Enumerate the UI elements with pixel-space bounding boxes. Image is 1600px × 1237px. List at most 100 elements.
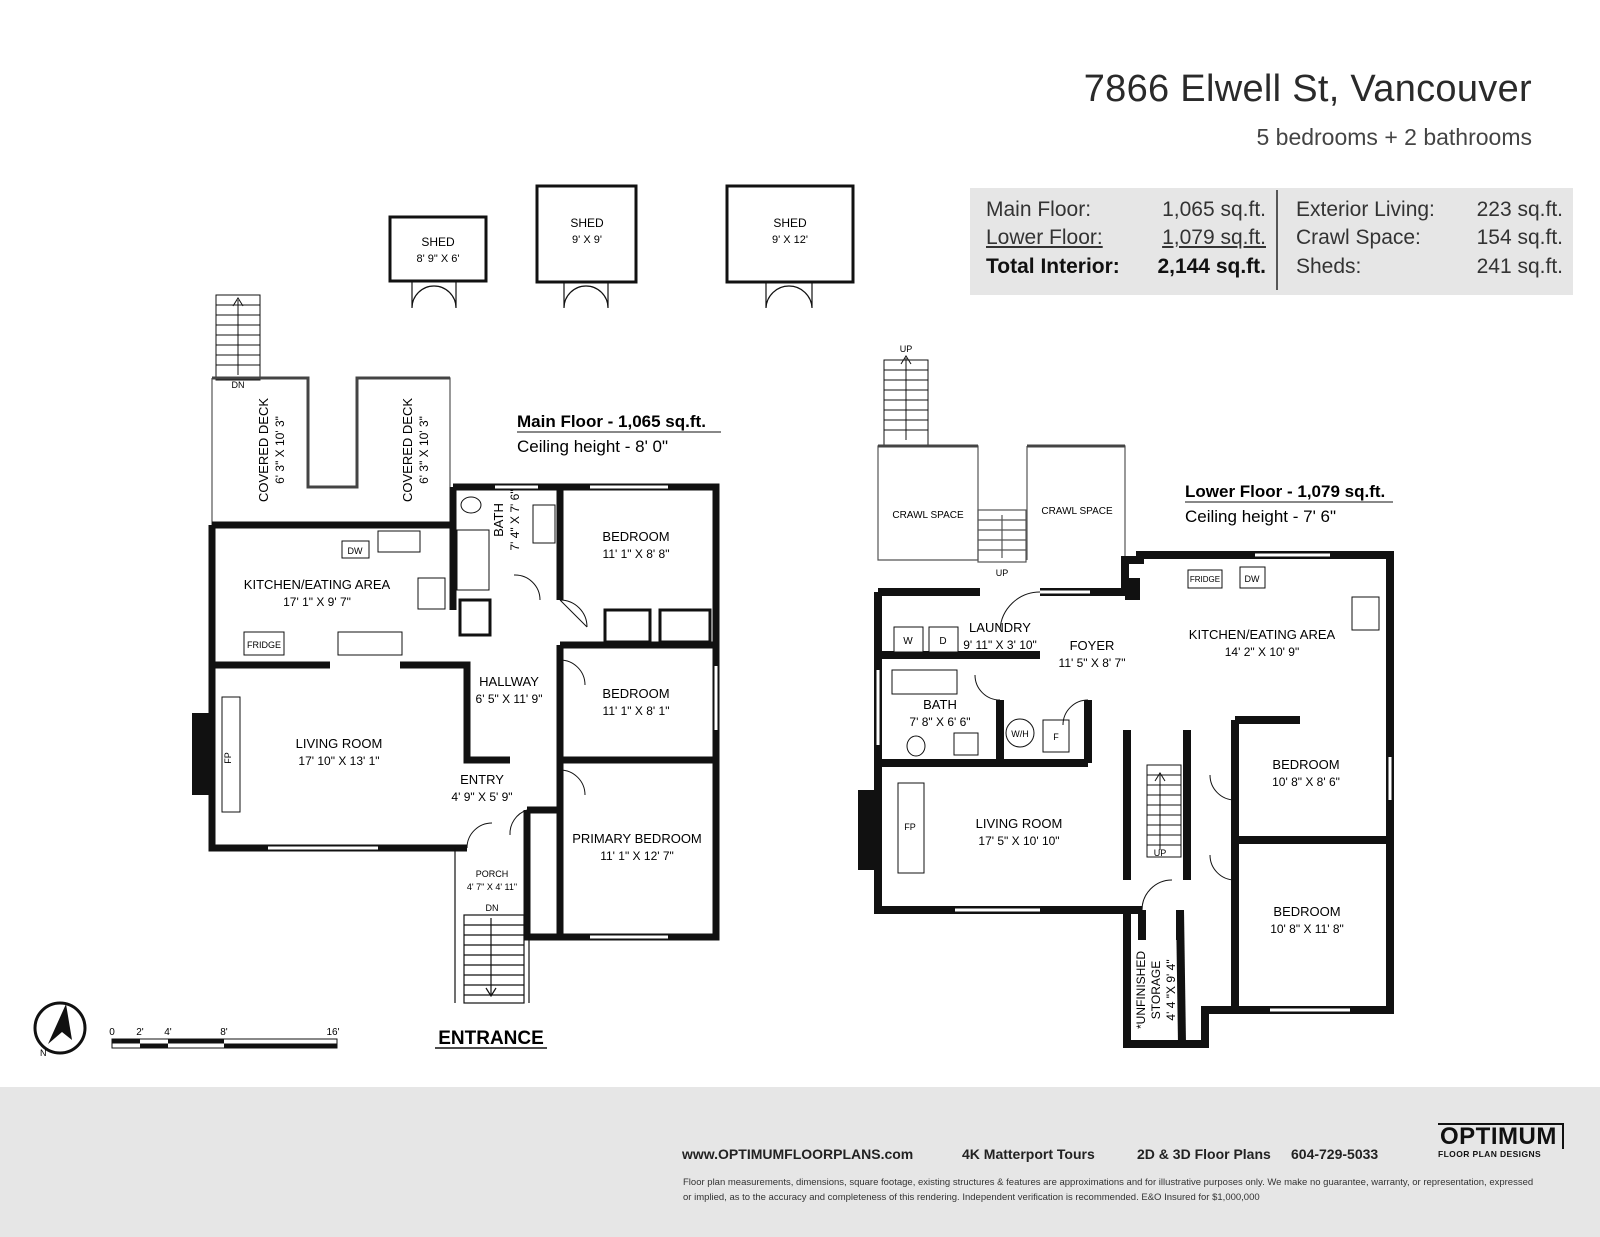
storage-dim: 4' 4 "X 9' 4" bbox=[1164, 959, 1178, 1020]
lower-bedroom-2-name: BEDROOM bbox=[1273, 904, 1340, 919]
main-deck-stairs bbox=[215, 294, 261, 381]
main-bath-name: BATH bbox=[491, 503, 506, 537]
storage-name-2: STORAGE bbox=[1149, 961, 1163, 1019]
main-sink bbox=[377, 530, 421, 553]
total-interior-label: Total Interior: bbox=[986, 255, 1120, 278]
deck-1-name: COVERED DECK bbox=[256, 398, 271, 502]
main-bedroom-2-dim: 11' 1" X 8' 1" bbox=[603, 704, 670, 718]
water-heater bbox=[1005, 718, 1035, 748]
main-doors bbox=[466, 574, 588, 849]
main-toilet bbox=[460, 496, 482, 514]
shed-1-door bbox=[411, 281, 457, 309]
lower-fridge-label: FRIDGE bbox=[1190, 575, 1220, 584]
lower-up-label-top: UP bbox=[900, 344, 913, 354]
optimum-logo: OPTIMUM FLOOR PLAN DESIGNS bbox=[1438, 1123, 1564, 1159]
main-closet-3 bbox=[458, 598, 492, 637]
main-fridge bbox=[243, 631, 285, 656]
deck-2-label: COVERED DECK 6' 3" X 10' 3" bbox=[400, 398, 431, 502]
shed-1 bbox=[388, 215, 488, 283]
floor-plan-drawing: SHED 8' 9" X 6' SHED 9' X 9' SHED 9' X 1… bbox=[33, 184, 1394, 1058]
lower-stairs-top bbox=[883, 355, 929, 446]
shed-2 bbox=[535, 184, 638, 284]
lower-living-name: LIVING ROOM bbox=[976, 816, 1063, 831]
footer-service-plans: 2D & 3D Floor Plans bbox=[1137, 1146, 1271, 1162]
lower-floor-label: Lower Floor: bbox=[986, 226, 1103, 249]
scale-tick-2: 2' bbox=[136, 1027, 144, 1038]
main-porch bbox=[454, 848, 530, 1004]
footer-service-tours: 4K Matterport Tours bbox=[962, 1146, 1095, 1162]
crawl-space-value: 154 sq.ft. bbox=[1476, 226, 1563, 249]
lower-dishwasher bbox=[1239, 566, 1266, 589]
compass bbox=[33, 1001, 87, 1055]
lower-living-dim: 17' 5" X 10' 10" bbox=[978, 834, 1059, 848]
lower-floor-value: 1,079 sq.ft. bbox=[1162, 226, 1266, 249]
main-floor-value: 1,065 sq.ft. bbox=[1162, 198, 1266, 221]
lower-bath-name: BATH bbox=[923, 697, 957, 712]
main-dw-label: DW bbox=[348, 546, 363, 556]
shed-3-door bbox=[765, 282, 813, 309]
scale-bar bbox=[111, 1038, 338, 1049]
main-floor-ceiling: Ceiling height - 8' 0" bbox=[517, 437, 668, 456]
main-living-name: LIVING ROOM bbox=[296, 736, 383, 751]
laundry-name: LAUNDRY bbox=[969, 620, 1031, 635]
sheds-label: Sheds: bbox=[1296, 255, 1362, 278]
sheds-value: 241 sq.ft. bbox=[1476, 255, 1563, 278]
lower-fridge bbox=[1187, 569, 1223, 589]
crawl-space-label: Crawl Space: bbox=[1296, 226, 1421, 249]
lower-windows bbox=[876, 553, 1392, 1012]
lower-bedroom-1-name: BEDROOM bbox=[1272, 757, 1339, 772]
shed-2-dim: 9' X 9' bbox=[572, 234, 602, 246]
main-closet-2 bbox=[658, 608, 712, 644]
foyer-name: FOYER bbox=[1070, 638, 1115, 653]
lower-doors bbox=[974, 591, 1236, 911]
lower-fireplace-hearth bbox=[897, 782, 925, 874]
lower-fp-label: FP bbox=[904, 822, 916, 832]
lower-toilet bbox=[906, 735, 926, 757]
furnace-label: F bbox=[1053, 732, 1059, 742]
scale-tick-4: 4' bbox=[164, 1027, 172, 1038]
main-stove bbox=[417, 577, 446, 610]
main-island bbox=[337, 631, 403, 656]
footer-disclaimer: Floor plan measurements, dimensions, squ… bbox=[683, 1177, 1534, 1203]
main-entry-name: ENTRY bbox=[460, 772, 504, 787]
shed-1-dim: 8' 9" X 6' bbox=[417, 253, 460, 265]
lower-kitchen-dim: 14' 2" X 10' 9" bbox=[1225, 645, 1299, 659]
main-bath-dim: 7' 4" X 7' 6" bbox=[508, 489, 522, 550]
main-closet-1 bbox=[603, 608, 652, 644]
main-bathtub bbox=[456, 529, 490, 591]
exterior-living-value: 223 sq.ft. bbox=[1476, 198, 1563, 221]
main-fp-label: FP bbox=[223, 752, 233, 764]
lower-bedroom-1-dim: 10' 8" X 8' 6" bbox=[1272, 775, 1340, 789]
scale-tick-16: 16' bbox=[326, 1027, 339, 1038]
lower-internal-stairs bbox=[1146, 764, 1182, 858]
shed-3 bbox=[725, 184, 855, 284]
dryer bbox=[928, 626, 959, 653]
main-hallway-name: HALLWAY bbox=[479, 674, 539, 689]
shed-1-name: SHED bbox=[421, 235, 455, 249]
footer-phone: 604-729-5033 bbox=[1291, 1146, 1379, 1162]
lower-kitchen-name: KITCHEN/EATING AREA bbox=[1189, 627, 1336, 642]
foyer-dim: 11' 5" X 8' 7" bbox=[1059, 656, 1126, 670]
footer-website-link[interactable]: www.OPTIMUMFLOORPLANS.com bbox=[682, 1146, 914, 1162]
main-fireplace-block bbox=[192, 713, 212, 795]
dryer-label: D bbox=[939, 636, 946, 647]
primary-bedroom-dim: 11' 1" X 12' 7" bbox=[600, 849, 674, 863]
lower-floor-ceiling: Ceiling height - 7' 6" bbox=[1185, 507, 1336, 526]
area-summary-panel: Main Floor: 1,065 sq.ft. Lower Floor: 1,… bbox=[970, 188, 1573, 295]
lower-bedroom-2-dim: 10' 8" X 11' 8" bbox=[1270, 922, 1344, 936]
main-floor-label: Main Floor: bbox=[986, 198, 1092, 221]
deck-1-label: COVERED DECK 6' 3" X 10' 3" bbox=[256, 398, 287, 502]
furnace bbox=[1042, 719, 1070, 753]
logo-tagline: FLOOR PLAN DESIGNS bbox=[1438, 1149, 1542, 1159]
scale-tick-0: 0 bbox=[109, 1027, 115, 1038]
main-kitchen-dim: 17' 1" X 9' 7" bbox=[283, 595, 351, 609]
main-bedroom-1-name: BEDROOM bbox=[602, 529, 669, 544]
lower-sink bbox=[953, 732, 979, 756]
footer: www.OPTIMUMFLOORPLANS.com 4K Matterport … bbox=[0, 1087, 1600, 1237]
lower-fireplace-block bbox=[858, 790, 878, 870]
main-fridge-label: FRIDGE bbox=[247, 640, 281, 650]
washer bbox=[893, 626, 924, 653]
total-interior-value: 2,144 sq.ft. bbox=[1157, 255, 1266, 278]
primary-bedroom-name: PRIMARY BEDROOM bbox=[572, 831, 702, 846]
main-fireplace-hearth bbox=[221, 696, 241, 813]
